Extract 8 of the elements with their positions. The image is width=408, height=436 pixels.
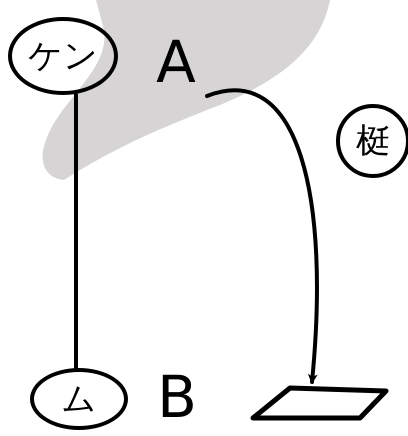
letter-label: B: [152, 362, 202, 432]
circled-label: ム: [30, 368, 128, 430]
letter-label: A: [145, 28, 207, 96]
circled-label: 梃: [336, 104, 408, 178]
connector-line: [74, 93, 78, 370]
parallelogram-shape: [250, 384, 390, 422]
circled-label: ケン: [8, 17, 118, 95]
curved-arrow: [205, 88, 319, 384]
